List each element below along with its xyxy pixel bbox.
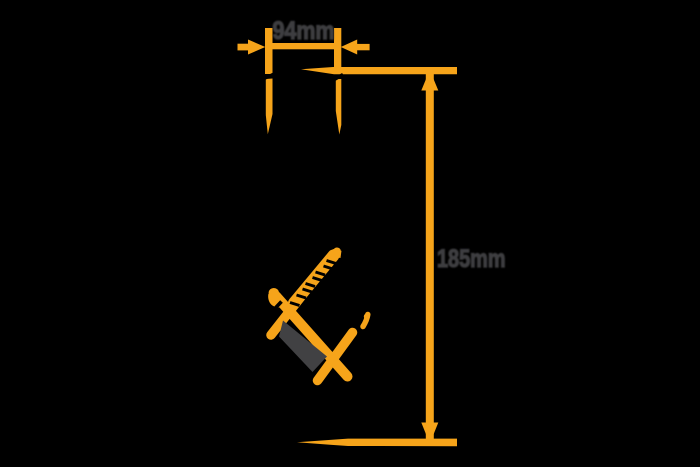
svg-text:185mm: 185mm: [437, 245, 506, 273]
svg-text:94mm: 94mm: [273, 17, 335, 45]
